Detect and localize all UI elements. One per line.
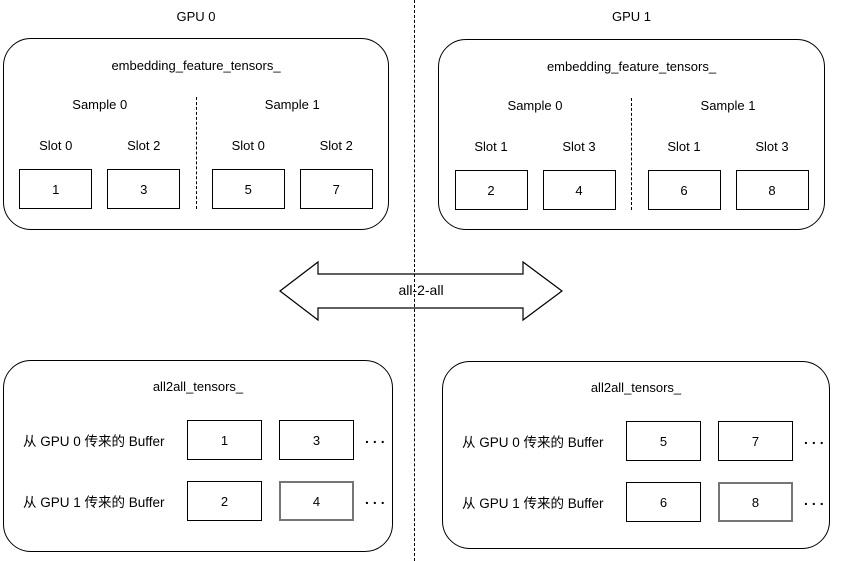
panel-title: all2all_tensors_ bbox=[152, 379, 244, 394]
sample-group: Sample 0 Slot 1 2 Slot 3 4 bbox=[439, 98, 631, 210]
buffer-value-box: 7 bbox=[718, 421, 793, 461]
ellipsis: ... bbox=[365, 430, 389, 446]
slot-label: Slot 1 bbox=[667, 139, 701, 154]
gpu1-embedding-panel: embedding_feature_tensors_ Sample 0 Slot… bbox=[438, 39, 825, 230]
gpu-boundary-divider bbox=[414, 0, 415, 561]
slot-label: Slot 3 bbox=[755, 139, 789, 154]
slot: Slot 3 8 bbox=[735, 139, 810, 210]
tensor-value-box: 5 bbox=[211, 169, 285, 209]
slot-label: Slot 0 bbox=[231, 138, 265, 153]
slot-label: Slot 3 bbox=[562, 139, 596, 154]
sample-label: Sample 0 bbox=[507, 98, 563, 113]
tensor-value-box: 8 bbox=[735, 170, 809, 210]
panel-title: all2all_tensors_ bbox=[590, 380, 682, 395]
tensor-value-box: 2 bbox=[454, 170, 528, 210]
all2all-arrow bbox=[279, 260, 564, 322]
slot: Slot 0 1 bbox=[18, 138, 93, 209]
buffer-boxes: 2 4 bbox=[187, 481, 354, 521]
tensor-value-box: 4 bbox=[542, 170, 616, 210]
panel-title: embedding_feature_tensors_ bbox=[111, 58, 281, 73]
tensor-value-box: 3 bbox=[107, 169, 181, 209]
buffer-row: 从 GPU 1 传来的 Buffer 2 4 ... bbox=[23, 481, 392, 521]
buffer-boxes: 5 7 bbox=[626, 421, 793, 461]
slot-label: Slot 1 bbox=[474, 139, 508, 154]
gpu0-embedding-panel: embedding_feature_tensors_ Sample 0 Slot… bbox=[3, 38, 389, 230]
all2all-arrow-label: all-2-all bbox=[398, 282, 444, 298]
buffer-value-box: 5 bbox=[626, 421, 701, 461]
buffer-row: 从 GPU 1 传来的 Buffer 6 8 ... bbox=[462, 482, 829, 522]
buffer-value-box: 1 bbox=[187, 420, 262, 460]
tensor-value-box: 1 bbox=[19, 169, 93, 209]
slot-row: Slot 0 1 Slot 2 3 bbox=[18, 138, 181, 209]
buffer-value-box: 2 bbox=[187, 481, 262, 521]
buffer-row: 从 GPU 0 传来的 Buffer 1 3 ... bbox=[23, 420, 392, 460]
slot-label: Slot 2 bbox=[127, 138, 161, 153]
buffer-value-box-highlighted: 8 bbox=[718, 482, 793, 522]
buffer-value-box-highlighted: 4 bbox=[279, 481, 354, 521]
tensor-value-box: 7 bbox=[299, 169, 373, 209]
sample-label: Sample 1 bbox=[264, 97, 320, 112]
double-headed-arrow-shape bbox=[279, 260, 564, 322]
buffer-row: 从 GPU 0 传来的 Buffer 5 7 ... bbox=[462, 421, 829, 461]
buffer-boxes: 6 8 bbox=[626, 482, 793, 522]
sample-label: Sample 0 bbox=[72, 97, 128, 112]
samples-container: Sample 0 Slot 1 2 Slot 3 4 Sample 1 bbox=[439, 98, 824, 210]
slot: Slot 0 5 bbox=[211, 138, 286, 209]
buffer-label: 从 GPU 1 传来的 Buffer bbox=[462, 496, 604, 511]
ellipsis: ... bbox=[804, 492, 828, 508]
gpu0-label: GPU 0 bbox=[176, 9, 216, 24]
slot-label: Slot 2 bbox=[319, 138, 353, 153]
panel-title: embedding_feature_tensors_ bbox=[546, 59, 717, 74]
gpu1-all2all-panel: all2all_tensors_ 从 GPU 0 传来的 Buffer 5 7 … bbox=[442, 361, 830, 549]
buffer-label: 从 GPU 0 传来的 Buffer bbox=[23, 434, 165, 449]
buffer-label: 从 GPU 0 传来的 Buffer bbox=[462, 435, 604, 450]
gpu0-all2all-panel: all2all_tensors_ 从 GPU 0 传来的 Buffer 1 3 … bbox=[3, 360, 393, 552]
ellipsis: ... bbox=[804, 431, 828, 447]
buffer-value-box: 6 bbox=[626, 482, 701, 522]
slot-row: Slot 1 6 Slot 3 8 bbox=[647, 139, 810, 210]
sample-label: Sample 1 bbox=[700, 98, 756, 113]
slot: Slot 1 2 bbox=[454, 139, 529, 210]
sample-group: Sample 0 Slot 0 1 Slot 2 3 bbox=[4, 97, 196, 209]
sample-group: Sample 1 Slot 1 6 Slot 3 8 bbox=[631, 98, 824, 210]
slot-row: Slot 0 5 Slot 2 7 bbox=[211, 138, 374, 209]
buffer-label: 从 GPU 1 传来的 Buffer bbox=[23, 495, 165, 510]
samples-container: Sample 0 Slot 0 1 Slot 2 3 Sample 1 bbox=[4, 97, 388, 209]
slot-label: Slot 0 bbox=[39, 138, 73, 153]
buffer-boxes: 1 3 bbox=[187, 420, 354, 460]
slot: Slot 1 6 bbox=[647, 139, 722, 210]
slot-row: Slot 1 2 Slot 3 4 bbox=[454, 139, 617, 210]
tensor-value-box: 6 bbox=[647, 170, 721, 210]
gpu1-label: GPU 1 bbox=[611, 9, 651, 24]
buffer-value-box: 3 bbox=[279, 420, 354, 460]
slot: Slot 2 3 bbox=[106, 138, 181, 209]
slot: Slot 3 4 bbox=[542, 139, 617, 210]
ellipsis: ... bbox=[365, 491, 389, 507]
slot: Slot 2 7 bbox=[299, 138, 374, 209]
sample-group: Sample 1 Slot 0 5 Slot 2 7 bbox=[195, 97, 389, 209]
